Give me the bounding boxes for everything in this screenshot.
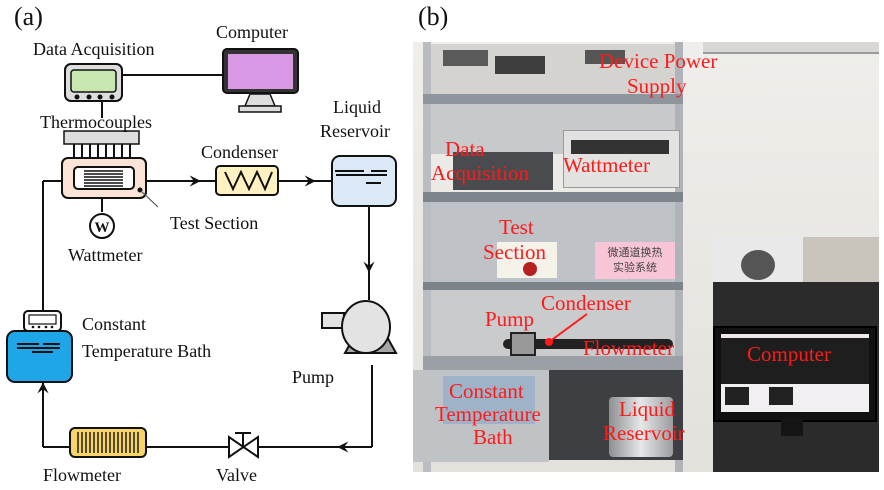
power-supply-display [585, 50, 625, 64]
daq-device [453, 152, 553, 190]
test-section-red-part [523, 262, 537, 276]
rack-shelf-2 [423, 192, 683, 202]
tubing-black [503, 339, 673, 349]
label-valve: Valve [216, 465, 257, 485]
rack-shelf-4 [423, 356, 683, 370]
photo-label-data: Data [445, 137, 485, 161]
experimental-setup-photo: 微通道换热 实验系统 Device Power Supply Data Acqu… [413, 42, 879, 472]
condenser-pointer [545, 313, 588, 346]
rack-post-left [423, 42, 431, 472]
monitor-lower-panel [721, 384, 869, 412]
photo-label-liquid: Liquid [619, 397, 675, 421]
condenser-icon [215, 165, 279, 196]
reservoir-vessel [609, 397, 673, 457]
photo-label-test: Test [499, 215, 534, 239]
label-computer: Computer [216, 22, 288, 42]
label-thermocouples: Thermocouples [40, 112, 152, 132]
photo-label-pump: Pump [485, 307, 535, 331]
photo-label-section: Section [483, 240, 546, 264]
data-acquisition-icon [64, 63, 123, 102]
photo-label-supply: Supply [627, 74, 687, 98]
wattmeter-device [563, 130, 680, 188]
photo-label-reservoir: Reservoir [603, 421, 685, 445]
wattmeter-display [571, 140, 669, 154]
photo-label-acquisition: Acquisition [431, 161, 529, 185]
sign-text-line1: 微通道换热 [607, 246, 663, 259]
label-wattmeter: Wattmeter [68, 245, 143, 265]
photo-ceiling-trim [703, 42, 879, 54]
photo-label-temperature: Temperature [435, 402, 541, 426]
schematic-diagram: W [6, 48, 398, 459]
label-condenser: Condenser [201, 142, 278, 162]
monitor [713, 326, 877, 422]
computer-icon [222, 48, 299, 113]
power-supply-display [443, 50, 488, 66]
bath-control-panel [443, 376, 535, 424]
wattmeter-icon: W [89, 213, 115, 239]
monitor-chart-area [721, 334, 869, 386]
photo-label-device-power: Device Power [599, 49, 718, 73]
test-section-icon [61, 157, 159, 208]
thermocouples-icon [63, 130, 140, 158]
photo-label-condenser: Condenser [541, 291, 631, 315]
flow-arrows [37, 175, 375, 453]
rack-shelf-3 [423, 282, 683, 290]
photo-label-wattmeter: Wattmeter [563, 153, 650, 177]
constant-temperature-bath-icon [6, 310, 73, 383]
label-reservoir: Reservoir [320, 121, 390, 141]
valve-icon [228, 432, 259, 459]
photo-label-computer: Computer [747, 342, 831, 366]
rack-post-right [675, 42, 683, 472]
label-liquid: Liquid [333, 97, 381, 117]
pump-device [510, 332, 536, 356]
monitor-stand [781, 418, 803, 436]
label-data-acquisition: Data Acquisition [33, 39, 155, 59]
liquid-reservoir-icon [331, 155, 397, 207]
wall-cabinet [803, 237, 879, 282]
photo-label-flowmeter: Flowmeter [583, 336, 674, 360]
label-flowmeter: Flowmeter [43, 465, 121, 485]
wattmeter-symbol: W [95, 220, 110, 236]
panel-label-a: (a) [14, 2, 43, 31]
fan-grille [741, 250, 775, 280]
sign-board: 微通道换热 实验系统 [595, 242, 675, 279]
label-constant: Constant [82, 314, 147, 334]
pump-icon [321, 300, 398, 354]
photo-label-constant: Constant [449, 379, 524, 403]
label-pump: Pump [292, 367, 335, 387]
flowmeter-icon [69, 427, 147, 458]
test-section-leader-line [140, 190, 159, 208]
label-temperature-bath: Temperature Bath [82, 341, 212, 361]
label-test-section: Test Section [170, 213, 259, 233]
photo-label-bath: Bath [473, 425, 513, 449]
power-supply-display [495, 56, 545, 74]
sign-text-line2: 实验系统 [613, 261, 657, 274]
panel-label-b: (b) [418, 2, 449, 31]
rack-shelf-1 [423, 94, 683, 104]
